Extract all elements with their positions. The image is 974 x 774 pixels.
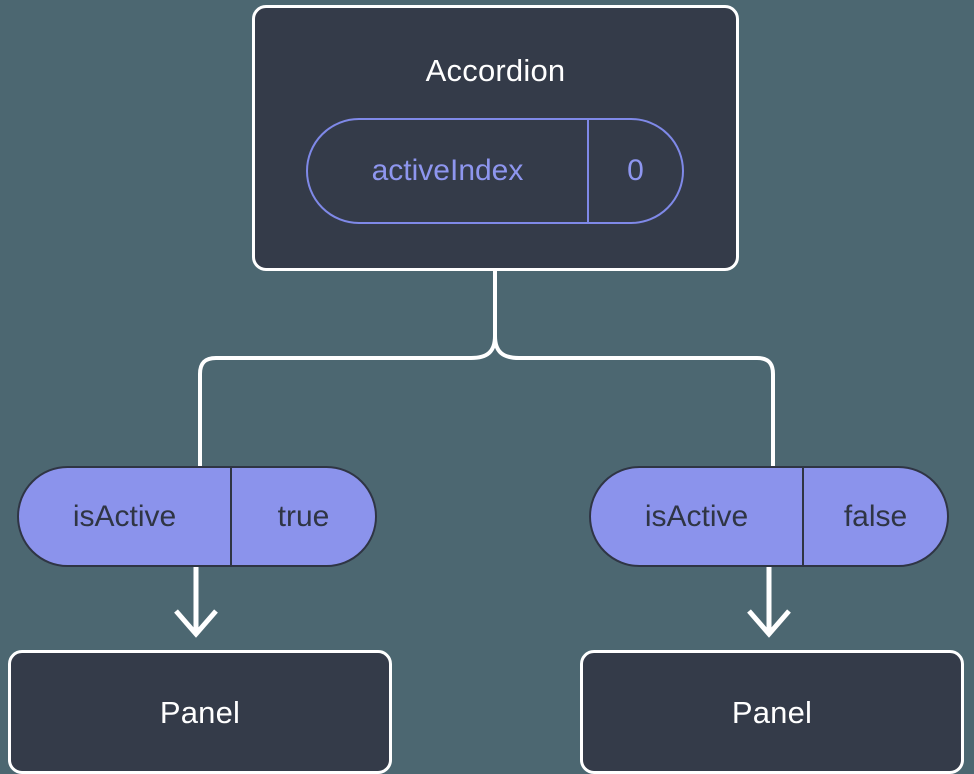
node-panel-right[interactable]: Panel — [580, 650, 964, 774]
prop-chip-is-active-false-key: isActive — [591, 468, 804, 565]
prop-chip-is-active-false[interactable]: isActive false — [589, 466, 949, 567]
connector-branch-right — [493, 335, 775, 470]
state-chip-active-index-key: activeIndex — [308, 120, 589, 222]
prop-chip-is-active-true-key: isActive — [19, 468, 232, 565]
node-panel-left-label: Panel — [159, 694, 241, 730]
node-accordion[interactable]: Accordion — [252, 5, 739, 271]
node-accordion-label: Accordion — [425, 53, 566, 88]
connector-branch-left — [198, 335, 497, 470]
prop-chip-is-active-false-value: false — [843, 499, 908, 533]
prop-chip-is-active-true[interactable]: isActive true — [17, 466, 377, 567]
arrow-head-right-icon — [747, 609, 791, 638]
state-chip-active-index[interactable]: activeIndex 0 — [306, 118, 684, 224]
prop-chip-is-active-true-value: true — [277, 499, 330, 533]
arrow-head-left-icon — [174, 609, 218, 638]
node-panel-right-label: Panel — [731, 694, 813, 730]
state-chip-active-index-value: 0 — [627, 154, 644, 187]
node-panel-left[interactable]: Panel — [8, 650, 392, 774]
